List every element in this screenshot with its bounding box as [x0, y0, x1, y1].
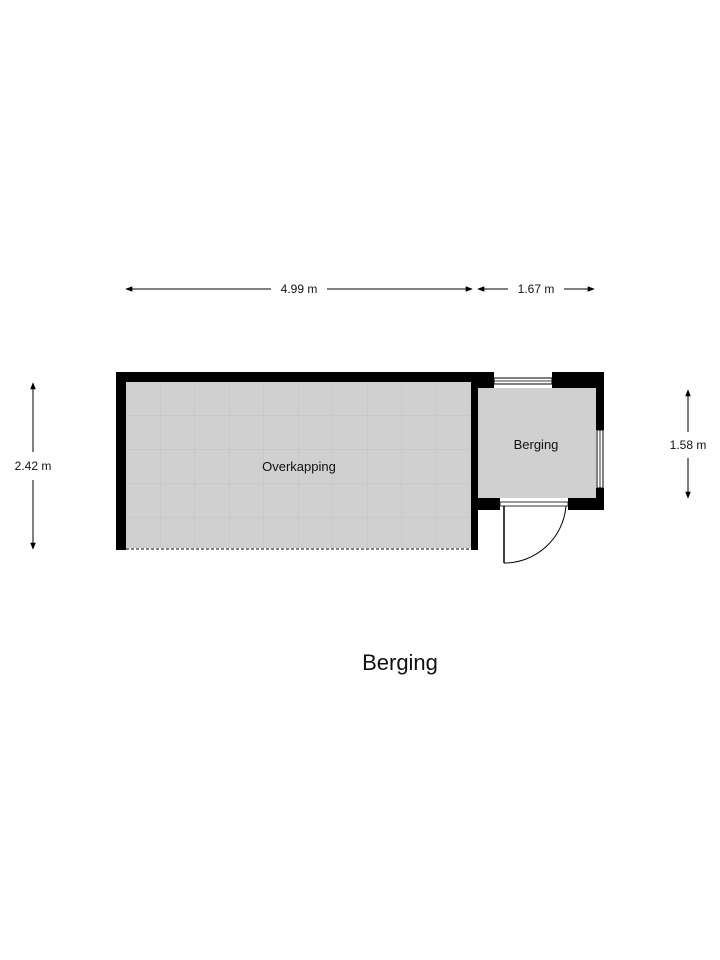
berging-floor — [478, 388, 596, 498]
overkapping-area: Overkapping — [116, 372, 494, 550]
berging-wall-bottom-left — [478, 498, 500, 510]
dimension-label-4-99: 4.99 m — [281, 282, 318, 296]
room-label-berging: Berging — [514, 437, 559, 452]
overkapping-floor — [126, 382, 471, 548]
door-swing — [499, 501, 569, 564]
berging-wall-right-top — [596, 372, 604, 430]
overkapping-wall-top — [116, 372, 494, 382]
plan-title: Berging — [362, 650, 438, 675]
dimension-height-overkapping: 2.42 m — [15, 382, 52, 550]
room-label-overkapping: Overkapping — [262, 459, 336, 474]
berging-wall-top-left — [478, 372, 494, 388]
overkapping-wall-right — [471, 372, 478, 550]
window-right — [596, 429, 604, 489]
berging-wall-bottom-right — [568, 498, 604, 510]
berging-wall-top-right — [552, 372, 604, 388]
dimension-width-berging: 1.67 m — [477, 282, 595, 296]
berging-room: Berging — [478, 372, 604, 564]
dimension-label-2-42: 2.42 m — [15, 459, 52, 473]
dimension-label-1-67: 1.67 m — [518, 282, 555, 296]
dimension-height-berging: 1.58 m — [670, 389, 707, 499]
overkapping-wall-left — [116, 372, 126, 550]
dimension-width-overkapping: 4.99 m — [125, 282, 473, 296]
dimension-label-1-58: 1.58 m — [670, 438, 707, 452]
window-top — [493, 377, 553, 385]
